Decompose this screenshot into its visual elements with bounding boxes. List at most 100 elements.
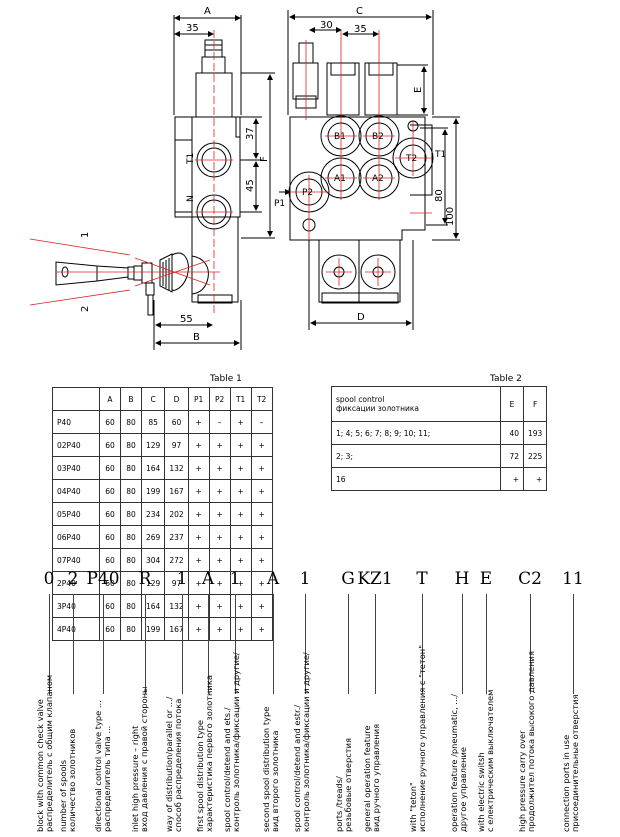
order-code-label: spool control/detend and ets./контроль з…	[222, 652, 241, 832]
table1-cell: +	[250, 525, 273, 549]
table1-cell: 97	[164, 571, 189, 595]
table1-caption: Table 1	[210, 374, 242, 384]
leader-line	[530, 594, 531, 694]
order-code-segment: 1	[299, 569, 311, 589]
dim-30: 30	[320, 20, 333, 31]
table1-cell: +	[187, 456, 210, 480]
table1-cell: +	[187, 479, 210, 503]
order-code-segment: P40	[86, 569, 120, 589]
table1-cell: 02P40	[52, 433, 100, 457]
table1-cell: 03P40	[52, 456, 100, 480]
port-t2: T2	[405, 154, 417, 164]
table1-cell: 04P40	[52, 479, 100, 503]
table1-cell: 129	[140, 433, 166, 457]
leader-line	[422, 594, 423, 694]
table2-header-desc: spool control фиксации золотника	[331, 386, 501, 422]
table1-header-cell: T1	[229, 387, 252, 411]
table1-cell: 06P40	[52, 525, 100, 549]
table1-cell: 60	[99, 502, 121, 526]
table2-cell: +	[500, 467, 524, 491]
table1-cell: 80	[120, 456, 142, 480]
port-n: N	[186, 195, 196, 202]
table1-cell: +	[250, 433, 273, 457]
order-code-segment: KZ1	[357, 569, 393, 589]
label-ru: характеристика первого золотника	[204, 675, 214, 832]
side-view	[55, 39, 241, 316]
leader-line	[375, 594, 376, 694]
label-ru: контроль золотника/фиксации и другие/	[301, 652, 311, 832]
table2-header-ru: фиксации золотника	[336, 404, 420, 413]
dim-f: F	[259, 156, 270, 162]
order-code-segment: 0	[43, 569, 55, 589]
dim-100: 100	[445, 207, 456, 226]
table1-cell: 3P40	[52, 594, 100, 618]
order-code-segment: T	[416, 569, 428, 589]
table1-cell: +	[250, 502, 273, 526]
table1-cell: 80	[120, 502, 142, 526]
table1-cell: +	[229, 410, 252, 434]
order-code-segment: H	[454, 569, 470, 589]
dim-a: A	[204, 6, 211, 17]
table1-cell: +	[187, 594, 210, 618]
order-code-segment: 11	[562, 569, 584, 589]
port-t1-front: T1	[434, 150, 446, 160]
table1-cell: +	[229, 433, 252, 457]
table1-cell: +	[250, 594, 273, 618]
table2-header-row: spool control фиксации золотника E F	[331, 386, 548, 422]
lever-position-1: 1	[80, 232, 91, 238]
table1-cell: +	[250, 456, 273, 480]
table1-cell: 132	[164, 594, 189, 618]
order-code-label: directional control valve type ...распре…	[93, 700, 112, 832]
table1-cell: +	[208, 456, 231, 480]
table1-cell: 07P40	[52, 548, 100, 572]
order-code-segment: 1	[176, 569, 188, 589]
table1-header-cell: D	[164, 387, 189, 411]
table2-cell: +	[522, 467, 548, 491]
port-p2: P2	[302, 188, 313, 198]
table1-cell: 167	[164, 479, 189, 503]
table1-cell: +	[208, 525, 231, 549]
label-ru: распределитель типа ...	[102, 725, 112, 832]
table1-cell: –	[250, 410, 273, 434]
table1-cell: +	[208, 479, 231, 503]
table1-cell: 80	[120, 617, 142, 641]
table1-cell: P40	[52, 410, 100, 434]
table1-header-cell	[52, 387, 100, 411]
table1-cell: –	[208, 410, 231, 434]
table1-header-cell: A	[99, 387, 121, 411]
table1-cell: +	[229, 617, 252, 641]
table1-cell: +	[229, 525, 252, 549]
leader-line	[273, 594, 274, 694]
table1-cell: 272	[164, 548, 189, 572]
table1-header-cell: P1	[187, 387, 210, 411]
label-ru: способ распределения потока	[173, 698, 183, 832]
table1-cell: 80	[120, 525, 142, 549]
leader-line	[103, 594, 104, 694]
dim-c: C	[356, 6, 363, 17]
table1-cell: 60	[99, 525, 121, 549]
leader-line	[348, 594, 349, 694]
front-view-dimensions	[279, 10, 460, 330]
order-code-segment: A	[201, 569, 215, 589]
port-b2: B2	[372, 132, 384, 142]
port-p1: P1	[274, 199, 285, 209]
dim-45: 45	[245, 179, 256, 192]
label-ru: присоединительные отверстия	[570, 694, 580, 832]
table1-cell: +	[229, 456, 252, 480]
table1-cell: +	[250, 479, 273, 503]
order-code-label: operation feature /pneumatic, .../другое…	[449, 694, 468, 832]
front-view	[288, 42, 434, 304]
order-code-segment: R	[138, 569, 152, 589]
side-view-dimensions	[153, 15, 275, 350]
